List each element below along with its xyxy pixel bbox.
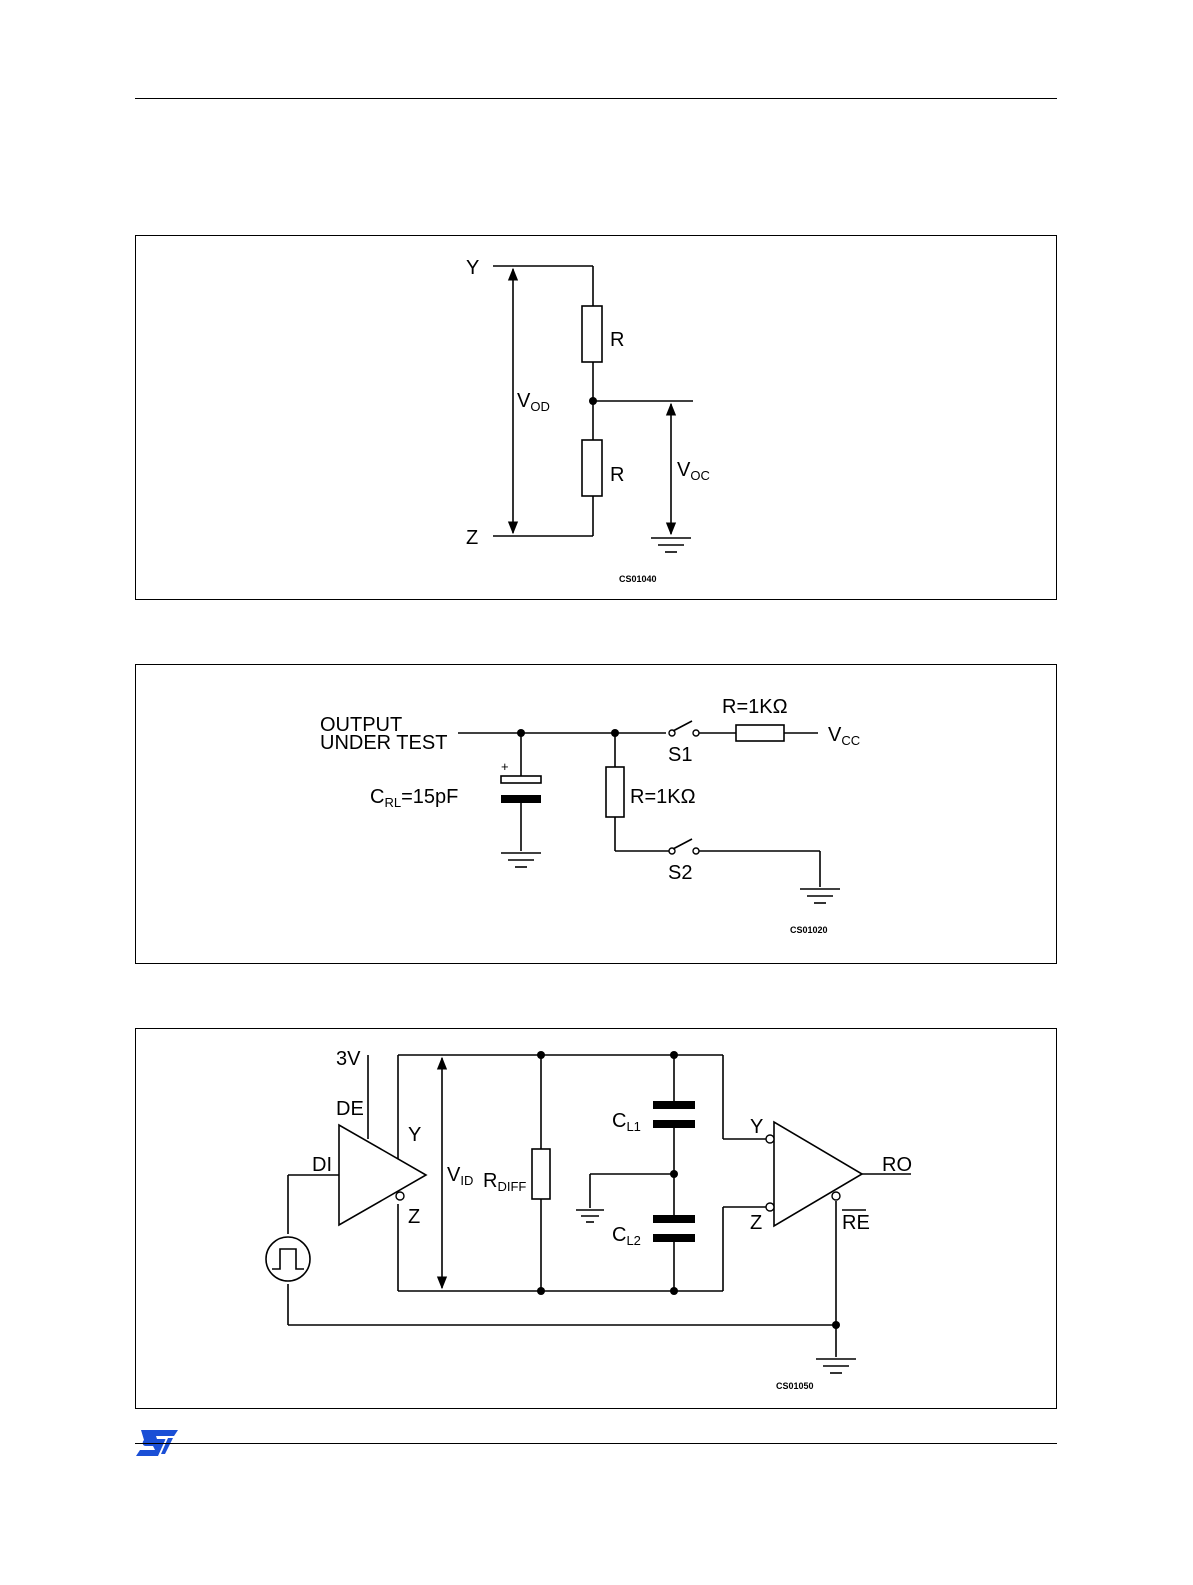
label-receiver-y: Y <box>750 1116 763 1138</box>
label-driver-z: Z <box>408 1206 420 1228</box>
label-rdiff: RDIFF <box>483 1170 526 1194</box>
label-r-bottom: R <box>610 464 624 486</box>
label-supply: 3V <box>336 1048 361 1070</box>
figure-code: CS01050 <box>776 1381 814 1391</box>
label-cl1: CL1 <box>612 1110 641 1134</box>
label-di: DI <box>312 1154 332 1176</box>
label-de: DE <box>336 1098 364 1120</box>
diagram-driver-receiver-test-circuit: 3V DE DI Y Z VID RDIFF CL1 CL2 Y Z RO RE… <box>135 1028 1057 1409</box>
figure-code: CS01020 <box>790 925 828 935</box>
label-driver-y: Y <box>408 1124 421 1146</box>
diagram-vod-voc-test-circuit: Y Z R R VOD VOC CS01040 <box>135 235 1057 600</box>
junction-midpoint <box>589 397 597 405</box>
junction-resistor <box>611 729 619 737</box>
resistor-shunt <box>606 767 624 817</box>
label-r-series: R=1KΩ <box>722 696 788 718</box>
ground-s2 <box>800 889 840 903</box>
figure-code: CS01040 <box>619 574 657 584</box>
diagram-1-svg: Y Z R R VOD VOC CS01040 <box>136 236 1056 599</box>
header-rule <box>135 98 1057 99</box>
diagram-2-svg: OUTPUT UNDER TEST + CRL=15pF R=1KΩ R=1KΩ… <box>136 665 1056 963</box>
pulse-generator-icon <box>266 1237 310 1281</box>
wires <box>288 1055 911 1357</box>
label-r-shunt: R=1KΩ <box>630 786 696 808</box>
junction-capacitor <box>517 729 525 737</box>
label-crl: CRL=15pF <box>370 786 458 810</box>
label-voc: VOC <box>677 459 710 483</box>
label-s2: S2 <box>668 862 692 884</box>
ground-symbol <box>651 538 691 552</box>
label-re: RE <box>842 1212 870 1234</box>
resistor-top <box>582 306 602 362</box>
label-vcc: VCC <box>828 724 860 748</box>
label-receiver-z: Z <box>750 1212 762 1234</box>
label-y: Y <box>466 257 479 279</box>
label-output-line2: UNDER TEST <box>320 732 447 754</box>
footer-rule <box>135 1443 1057 1444</box>
switch-s1 <box>669 721 699 736</box>
wires <box>458 733 820 887</box>
label-cl2: CL2 <box>612 1224 641 1248</box>
diagram-3-svg: 3V DE DI Y Z VID RDIFF CL1 CL2 Y Z RO RE… <box>136 1029 1056 1408</box>
resistor-series <box>736 725 784 741</box>
capacitor-crl <box>501 776 541 799</box>
ground-capacitor <box>501 853 541 867</box>
label-r-top: R <box>610 329 624 351</box>
capacitor-cl2 <box>653 1219 695 1238</box>
capacitor-cl1 <box>653 1105 695 1124</box>
label-s1: S1 <box>668 744 692 766</box>
ground-capacitors <box>576 1210 604 1222</box>
label-ro: RO <box>882 1154 912 1176</box>
label-z: Z <box>466 527 478 549</box>
switch-s2 <box>669 839 699 854</box>
label-vid: VID <box>447 1164 473 1188</box>
capacitor-polarity: + <box>501 759 509 774</box>
ground-main <box>816 1359 856 1373</box>
resistor-rdiff <box>532 1149 550 1199</box>
resistor-bottom <box>582 440 602 496</box>
label-vod: VOD <box>517 390 550 414</box>
diagram-output-load-circuit: OUTPUT UNDER TEST + CRL=15pF R=1KΩ R=1KΩ… <box>135 664 1057 964</box>
